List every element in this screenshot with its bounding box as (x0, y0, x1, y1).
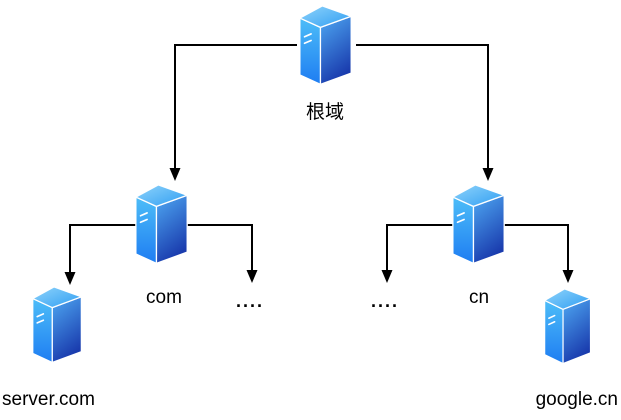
node-label-googlecn: google.cn (535, 389, 618, 410)
edge-com-servercom (69, 224, 139, 273)
edge-root-com (174, 44, 297, 169)
edge-com-dots (186, 224, 253, 271)
node-label-root: 根域 (305, 102, 344, 123)
arrowhead-googlecn (562, 270, 574, 283)
edge-cn-dots (386, 224, 455, 271)
arrowhead-dots-left (246, 270, 258, 283)
node-label-com: com (146, 287, 182, 308)
server-icon-com (134, 184, 190, 268)
node-label-dots-right: .... (370, 291, 399, 311)
arrowhead-com (169, 168, 181, 181)
edge-root-cn (356, 44, 489, 169)
server-icon-cn (451, 184, 507, 268)
server-icon-servercom (31, 286, 84, 367)
arrowhead-servercom (64, 272, 76, 285)
arrowhead-dots-right (381, 270, 393, 283)
edge-cn-googlecn (502, 224, 569, 271)
arrowhead-cn (482, 168, 494, 181)
server-icon-root (298, 5, 354, 89)
node-label-cn: cn (468, 287, 490, 308)
node-label-servercom: server.com (2, 389, 95, 410)
node-label-dots-left: .... (235, 291, 264, 311)
server-icon-googlecn (543, 288, 593, 368)
